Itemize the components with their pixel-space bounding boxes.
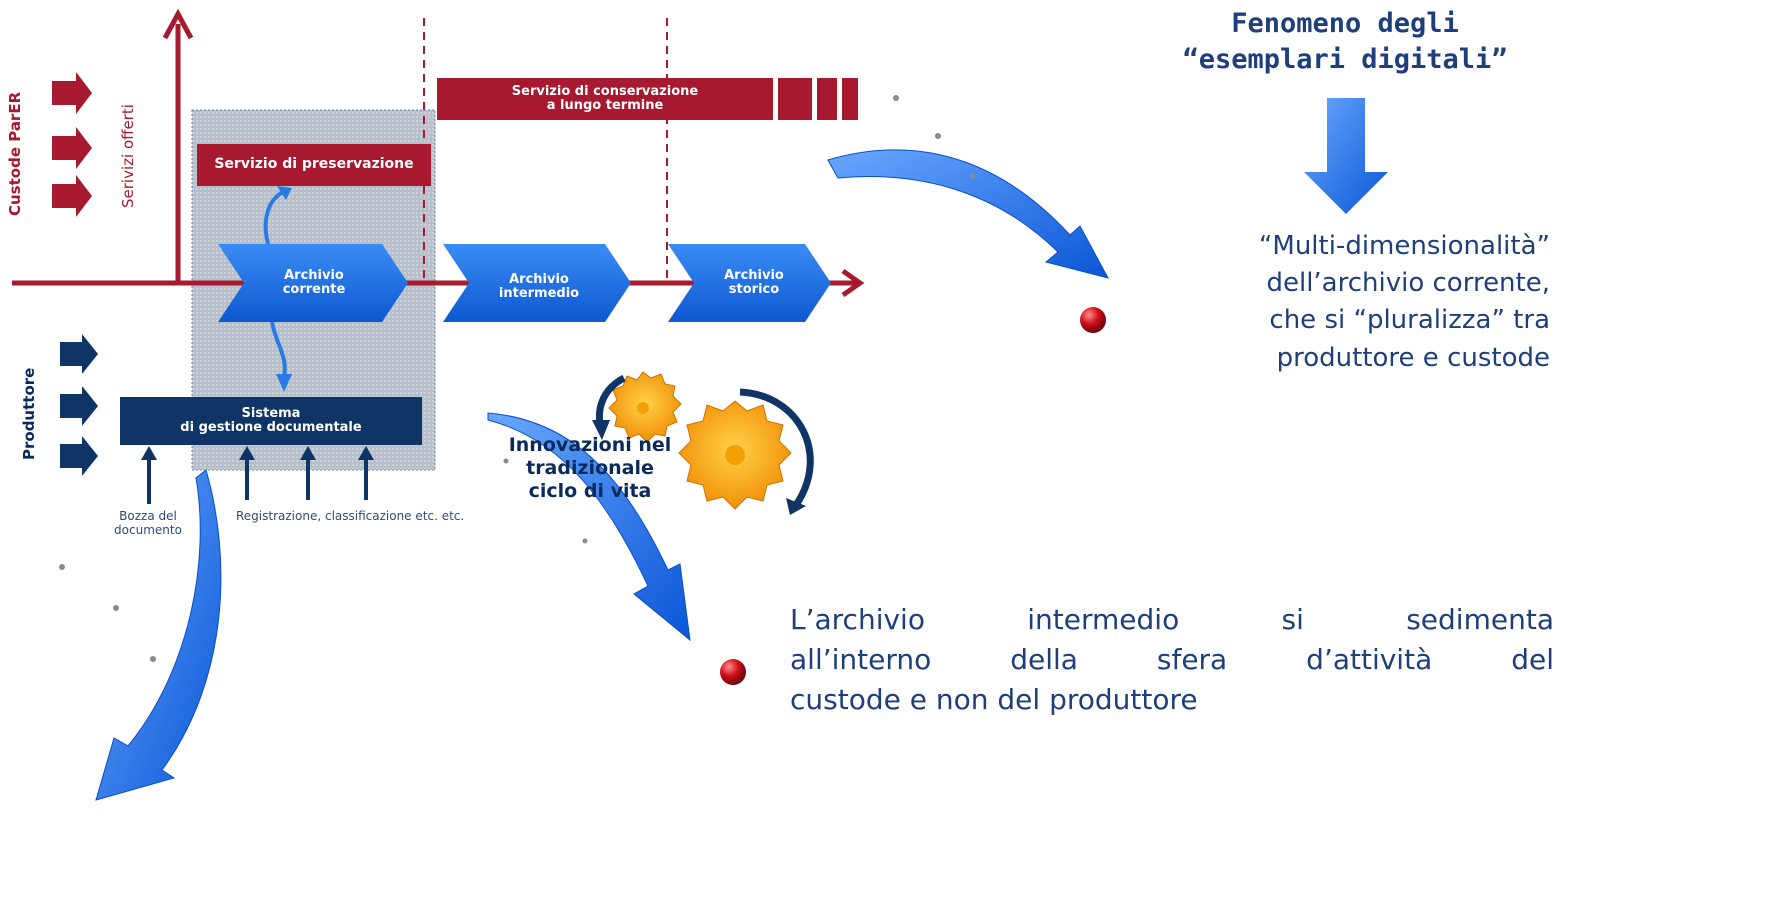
custode-label: Custode ParER xyxy=(6,91,24,216)
arrow-up-icon xyxy=(141,446,157,460)
arrow-right-icon xyxy=(60,436,98,476)
arrow-down-icon xyxy=(1304,98,1388,214)
chevron-intermedio xyxy=(443,244,631,322)
fenomeno-title: Fenomeno degli “esemplari digitali” xyxy=(1182,8,1508,76)
custode-arrows xyxy=(52,72,92,217)
horizontal-axis-head xyxy=(841,268,865,298)
chevron-storico xyxy=(668,244,831,322)
produttore-arrows xyxy=(60,334,98,476)
input-arrows xyxy=(141,446,374,504)
sistema-box xyxy=(120,397,422,445)
conservazione-text: Servizio di conservazione a lungo termin… xyxy=(511,83,699,113)
bozza-caption: Bozza del documento xyxy=(114,509,182,538)
conservazione-seg-2 xyxy=(817,78,837,120)
bullet-ball xyxy=(1080,307,1106,333)
arrow-up-icon xyxy=(300,446,316,460)
sistema-text: Sistema di gestione documentale xyxy=(180,405,362,435)
bullet-ball xyxy=(720,659,746,685)
archivio-intermedio-text: Archivio intermedio xyxy=(498,271,580,301)
conservazione-bar xyxy=(437,78,773,120)
archivio-storico-text: Archivio storico xyxy=(724,267,784,297)
preservazione-text: Servizio di preservazione xyxy=(214,156,414,173)
servizi-offerti-label: Serivizi offerti xyxy=(119,104,137,208)
arrow-right-icon xyxy=(60,334,98,374)
arrow-right-icon xyxy=(52,175,92,217)
arrow-up-icon xyxy=(239,446,255,460)
intermedio-note: L’archivio intermedio si sedimenta all’i… xyxy=(790,603,1554,717)
big-curved-arrow-bottom xyxy=(95,469,222,801)
conservazione-seg-3 xyxy=(842,78,858,120)
arrow-right-icon xyxy=(52,72,92,114)
conservazione-seg-1 xyxy=(778,78,812,120)
innovazioni-text: Innovazioni nel tradizionale ciclo di vi… xyxy=(508,434,672,502)
curved-arrow-up-icon xyxy=(263,190,285,245)
curved-arrow-down-icon xyxy=(270,321,287,379)
fenomeno-body: “Multi-dimensionalità” dell’archivio cor… xyxy=(1258,231,1550,373)
preservazione-box xyxy=(197,144,431,186)
arrow-right-icon xyxy=(60,386,98,426)
big-curved-arrow-middle xyxy=(487,412,691,642)
gear-large-icon xyxy=(678,400,792,510)
rotate-arrow-icon xyxy=(739,388,814,507)
big-curved-arrow-top xyxy=(827,149,1109,279)
produttore-label: Produttore xyxy=(20,367,38,460)
chevron-corrente xyxy=(218,244,408,322)
archivio-corrente-text: Archivio corrente xyxy=(282,267,346,297)
decor-dots xyxy=(59,95,976,662)
arrow-up-icon xyxy=(358,446,374,460)
arrow-right-icon xyxy=(52,127,92,169)
vertical-axis-head xyxy=(162,8,194,40)
registrazione-caption: Registrazione, classificazione etc. etc. xyxy=(236,509,465,523)
